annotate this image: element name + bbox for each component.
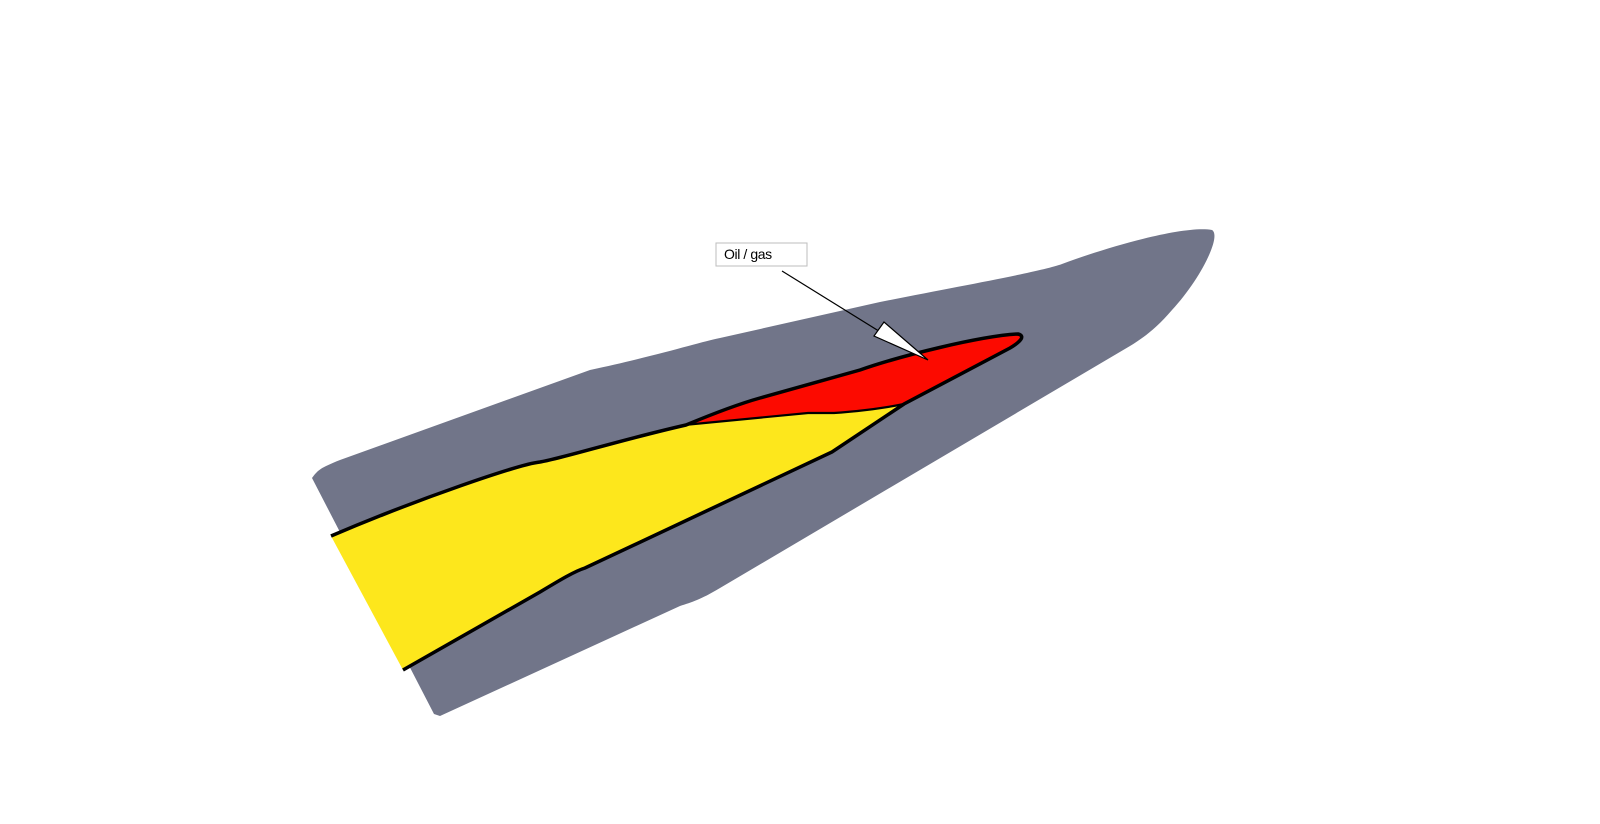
oil-gas-accumulation: [684, 334, 1022, 425]
callout-leader-line: [781, 270, 891, 339]
top-seal-boundary-line: [330, 332, 1024, 672]
oil-water-contact-line: [683, 402, 905, 427]
callout-label-text: Oil / gas: [724, 246, 772, 262]
callout-arrowhead: [873, 321, 929, 361]
callout-label-box: [715, 242, 808, 267]
carrier-bed-layer: [331, 404, 904, 670]
